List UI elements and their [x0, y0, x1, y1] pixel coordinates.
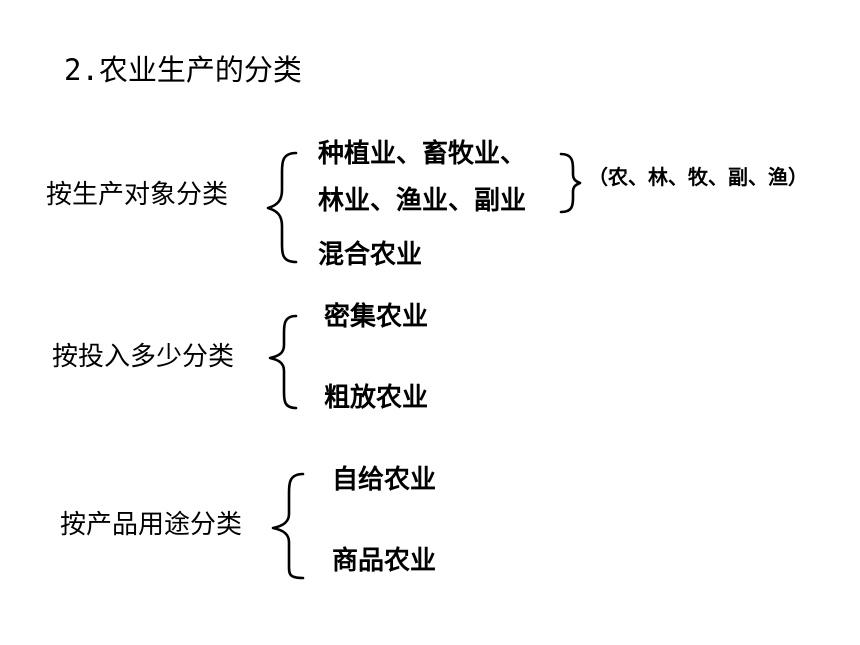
group1-right-brace — [559, 152, 582, 214]
group1-item-1: 种植业、畜牧业、 — [318, 139, 527, 169]
group-label-by-production-object: 按生产对象分类 — [46, 180, 229, 210]
group1-note: （农、林、牧、副、渔） — [588, 165, 808, 189]
group3-left-brace — [271, 472, 305, 580]
page-title: 2.农业生产的分类 — [64, 56, 302, 85]
group-label-by-product-use: 按产品用途分类 — [60, 510, 243, 540]
group3-item-2: 商品农业 — [332, 546, 437, 576]
group3-item-1: 自给农业 — [332, 465, 437, 495]
title-number: 2. — [64, 53, 99, 87]
group1-left-brace — [266, 151, 298, 264]
group2-left-brace — [268, 314, 298, 410]
group-label-by-input-amount: 按投入多少分类 — [52, 342, 235, 372]
group1-item-3: 混合农业 — [318, 240, 423, 270]
title-text: 农业生产的分类 — [98, 53, 302, 87]
group1-item-2: 林业、渔业、副业 — [318, 186, 527, 216]
group2-item-2: 粗放农业 — [324, 383, 429, 413]
group2-item-1: 密集农业 — [324, 302, 429, 332]
